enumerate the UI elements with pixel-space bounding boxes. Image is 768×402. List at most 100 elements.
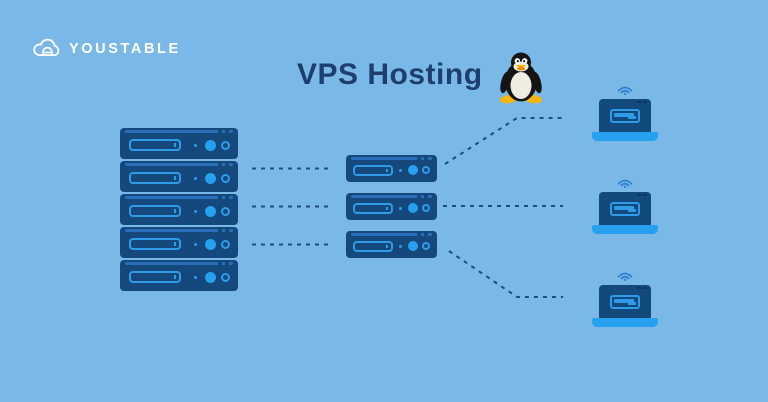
drive-slot [129,205,181,217]
drive-slot [129,271,181,283]
vent-mark [225,229,229,232]
wifi-icon [616,271,634,281]
server-unit [120,161,238,192]
window-controls-icon [637,101,647,103]
vent-mark [417,195,421,198]
laptop-screen [599,99,651,132]
status-led [422,166,430,174]
brand-name: YOUSTABLE [69,40,181,57]
vent-mark [424,157,428,160]
laptop [592,178,658,234]
login-window [610,295,640,310]
login-button [628,302,636,306]
drive-slot [353,164,393,176]
vent-strip [351,157,432,160]
pin-dot [399,244,402,248]
status-led [221,239,230,249]
pin-dot [194,143,197,147]
vent-mark [218,262,222,265]
laptop-1 [592,85,658,141]
server-face [129,268,230,286]
vent-strip [125,229,233,232]
status-led [221,272,230,282]
laptop-3 [592,271,658,327]
vent-mark [218,229,222,232]
vent-mark [218,163,222,166]
power-led [205,271,216,283]
linux-tux-icon [498,51,544,104]
power-led [205,139,216,151]
laptop-2 [592,178,658,234]
vent-mark [424,195,428,198]
server-unit [346,193,437,220]
vps-server-3 [346,231,437,258]
power-led [408,203,418,213]
laptop-base [592,225,658,234]
pin-dot [194,209,197,213]
vps3-to-laptop3-line [448,250,563,298]
vent-strip [125,262,233,265]
vent-mark [225,130,229,133]
status-led [221,206,230,216]
power-led [408,165,418,175]
login-window [610,202,640,217]
drive-slot [129,172,181,184]
window-controls-icon [637,287,647,289]
drive-slot [353,240,393,252]
wifi-icon [616,85,634,95]
title-block: VPS Hosting [297,58,483,92]
status-led [221,173,230,183]
window-controls-icon [637,194,647,196]
vent-mark [218,196,222,199]
drive-slot [129,139,181,151]
login-window [610,109,640,124]
pin-dot [194,176,197,180]
vps-server-1 [346,155,437,182]
status-led [221,140,230,150]
pin-dot [399,168,402,172]
login-field [614,113,634,118]
laptop [592,85,658,141]
vent-strip [125,163,233,166]
server-unit [120,128,238,159]
brand-logo: YOUSTABLE [32,35,181,62]
status-led [422,242,430,250]
vps-server-2 [346,193,437,220]
server-face [129,235,230,253]
power-led [205,172,216,184]
login-button [628,116,636,120]
login-field [614,299,634,304]
page-title: VPS Hosting [297,58,483,91]
server-unit [346,231,437,258]
vent-strip [125,130,233,133]
server-face [129,136,230,154]
vps1-to-laptop1-line [444,117,565,165]
laptop-screen [599,192,651,225]
laptop [592,271,658,327]
server-face [353,162,430,178]
drive-slot [129,238,181,250]
drive-slot [353,202,393,214]
wifi-icon [616,178,634,188]
server-unit [346,155,437,182]
vent-mark [424,233,428,236]
server-face [353,200,430,216]
vent-mark [218,130,222,133]
vent-mark [225,196,229,199]
host-server-rack [120,128,238,291]
vent-mark [417,233,421,236]
vent-mark [417,157,421,160]
server-unit [120,194,238,225]
power-led [205,238,216,250]
laptop-base [592,132,658,141]
cloud-server-icon [32,35,62,62]
power-led [205,205,216,217]
pin-dot [194,242,197,246]
power-led [408,241,418,251]
vent-strip [125,196,233,199]
server-unit [120,227,238,258]
status-led [422,204,430,212]
vent-strip [351,195,432,198]
